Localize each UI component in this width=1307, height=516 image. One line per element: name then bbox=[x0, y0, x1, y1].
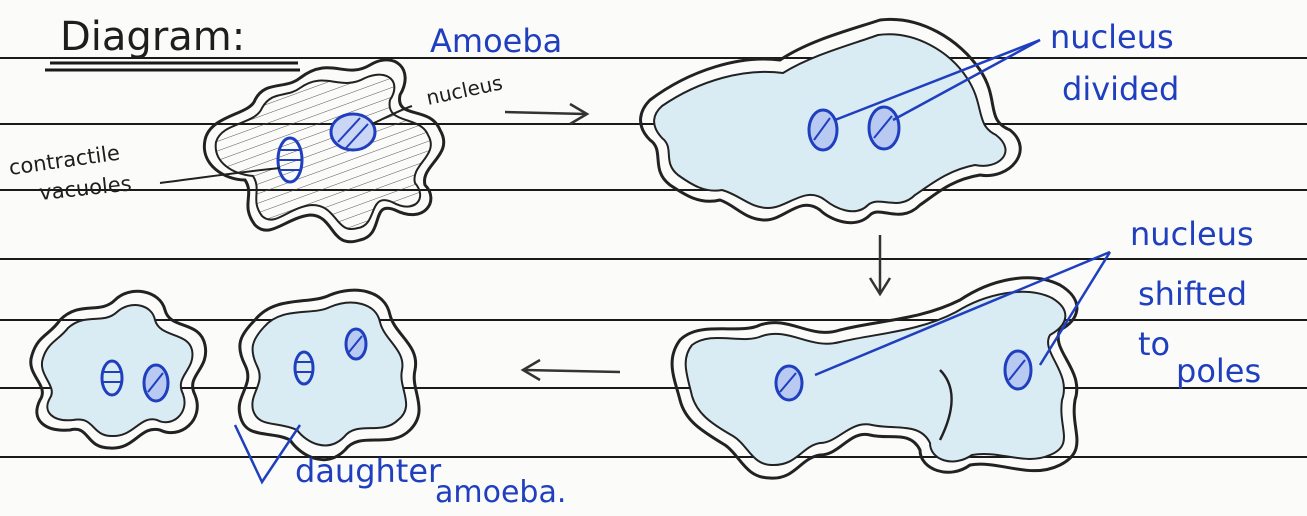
amoeba-initial bbox=[204, 60, 443, 242]
label-daughter: daughter bbox=[295, 452, 442, 490]
label-nucleus-shifted-1: nucleus bbox=[1130, 215, 1254, 253]
nucleus bbox=[331, 114, 375, 150]
diagram-heading: Diagram: bbox=[60, 14, 245, 60]
amoeba-nucleus-shifted bbox=[672, 278, 1077, 478]
daughter-amoeba-right bbox=[239, 290, 419, 459]
arrow-step-2 bbox=[870, 235, 890, 294]
label-vacuoles: vacuoles bbox=[38, 171, 133, 205]
amoeba-nucleus-divided bbox=[641, 19, 1021, 222]
label-nucleus: nucleus bbox=[424, 70, 505, 110]
label-amoeba-bottom: amoeba. bbox=[435, 475, 566, 510]
label-nucleus-shifted-3: to bbox=[1138, 325, 1170, 363]
arrow-step-3 bbox=[523, 360, 620, 380]
daughter-left-inner-membrane bbox=[42, 305, 193, 436]
nucleus-daughter-right bbox=[869, 107, 899, 149]
nucleus-daughter-left bbox=[809, 110, 837, 150]
daughter-amoeba-left bbox=[31, 291, 206, 448]
label-nucleus-divided-1: nucleus bbox=[1050, 18, 1174, 56]
label-nucleus-divided-2: divided bbox=[1062, 70, 1179, 108]
label-nucleus-shifted-4: poles bbox=[1176, 352, 1261, 390]
label-amoeba: Amoeba bbox=[430, 22, 562, 60]
label-nucleus-shifted-2: shifted bbox=[1138, 275, 1247, 313]
nucleus-pole-left bbox=[776, 366, 802, 400]
arrow-step-1 bbox=[505, 104, 587, 124]
daughter-right-inner-membrane bbox=[252, 303, 406, 446]
